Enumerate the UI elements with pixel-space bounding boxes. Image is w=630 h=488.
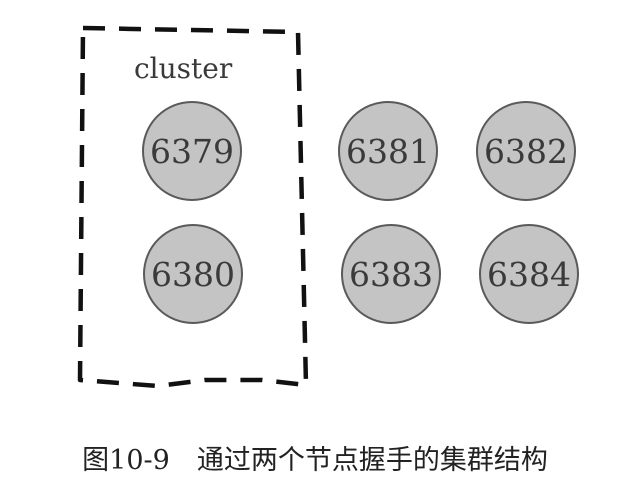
node-label: 6381 [346, 132, 430, 171]
node-label: 6379 [150, 132, 234, 171]
node-label: 6382 [484, 132, 568, 171]
figure-caption: 图10-9 通过两个节点握手的集群结构 [82, 445, 548, 476]
node-circle [142, 101, 242, 201]
node-circle [338, 101, 438, 201]
node-6382: 6382 [476, 101, 576, 201]
node-circle [341, 224, 441, 324]
node-circle [143, 224, 243, 324]
node-circle [476, 101, 576, 201]
cluster-label: cluster [134, 52, 233, 85]
node-6381: 6381 [338, 101, 438, 201]
node-label: 6384 [487, 255, 571, 294]
node-label: 6383 [349, 255, 433, 294]
node-6380: 6380 [143, 224, 243, 324]
cluster-boundary [77, 25, 309, 389]
node-6379: 6379 [142, 101, 242, 201]
node-circle [479, 224, 579, 324]
node-6383: 6383 [341, 224, 441, 324]
node-label: 6380 [151, 255, 235, 294]
node-6384: 6384 [479, 224, 579, 324]
